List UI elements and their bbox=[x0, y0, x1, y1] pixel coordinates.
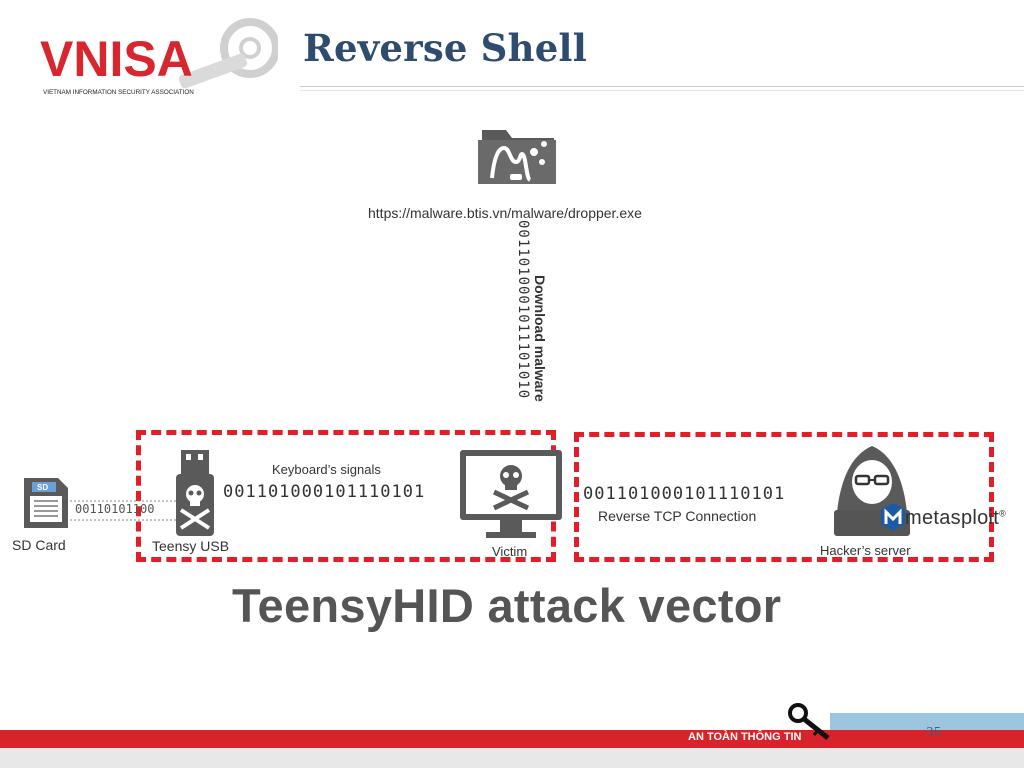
page-number: 35 bbox=[926, 725, 942, 739]
skull-crossbones-icon bbox=[492, 465, 530, 511]
malware-url: https://malware.btis.vn/malware/dropper.… bbox=[368, 205, 642, 221]
key-icon bbox=[178, 18, 280, 89]
victim-monitor-icon bbox=[460, 450, 562, 538]
skull-icon bbox=[179, 485, 211, 530]
teensy-usb-icon bbox=[176, 450, 214, 536]
hacker-server-label: Hacker’s server bbox=[820, 543, 911, 558]
sd-chip-label: SD bbox=[37, 483, 48, 492]
page-title: Reverse Shell bbox=[303, 26, 587, 70]
vnisa-logo: VNISA VIETNAM INFORMATION SECURITY ASSOC… bbox=[28, 8, 280, 108]
sd-binary-stream: 00110101100 bbox=[75, 502, 155, 516]
footer-gray-band bbox=[0, 748, 1024, 768]
reverse-binary-stream: 001101000101110101 bbox=[583, 484, 786, 504]
metasploit-registered-mark: ® bbox=[999, 508, 1007, 519]
title-divider bbox=[300, 86, 1024, 87]
attack-vector-title: TeensyHID attack vector bbox=[232, 579, 782, 632]
footer-red-band bbox=[0, 730, 1024, 748]
download-malware-label: Download malware bbox=[532, 275, 548, 402]
metasploit-icon bbox=[881, 503, 905, 531]
keyboard-binary-stream: 001101000101110101 bbox=[223, 482, 426, 502]
logo-subtitle: VIETNAM INFORMATION SECURITY ASSOCIATION bbox=[43, 89, 194, 96]
metasploit-label: metasploit® bbox=[905, 507, 1006, 530]
logo-text: VNISA bbox=[40, 31, 193, 87]
sd-connector-lines bbox=[70, 500, 178, 521]
victim-label: Victim bbox=[492, 544, 528, 559]
hacker-zone-box bbox=[574, 432, 994, 562]
title-divider-secondary bbox=[300, 90, 1024, 91]
footer-brand: AN TOÀN THÔNG TIN bbox=[688, 731, 802, 743]
sd-card-icon: SD bbox=[24, 478, 68, 528]
metasploit-name: metasploit bbox=[905, 507, 1000, 529]
keyboard-signals-label: Keyboard’s signals bbox=[272, 462, 381, 477]
malware-server-folder-icon bbox=[478, 130, 556, 184]
sd-card-label: SD Card bbox=[12, 537, 66, 553]
teensy-usb-label: Teensy USB bbox=[152, 538, 230, 554]
reverse-tcp-label: Reverse TCP Connection bbox=[598, 508, 757, 524]
footer-key-icon bbox=[788, 703, 830, 740]
download-binary-stream: 0011010001011101010 bbox=[516, 220, 530, 400]
